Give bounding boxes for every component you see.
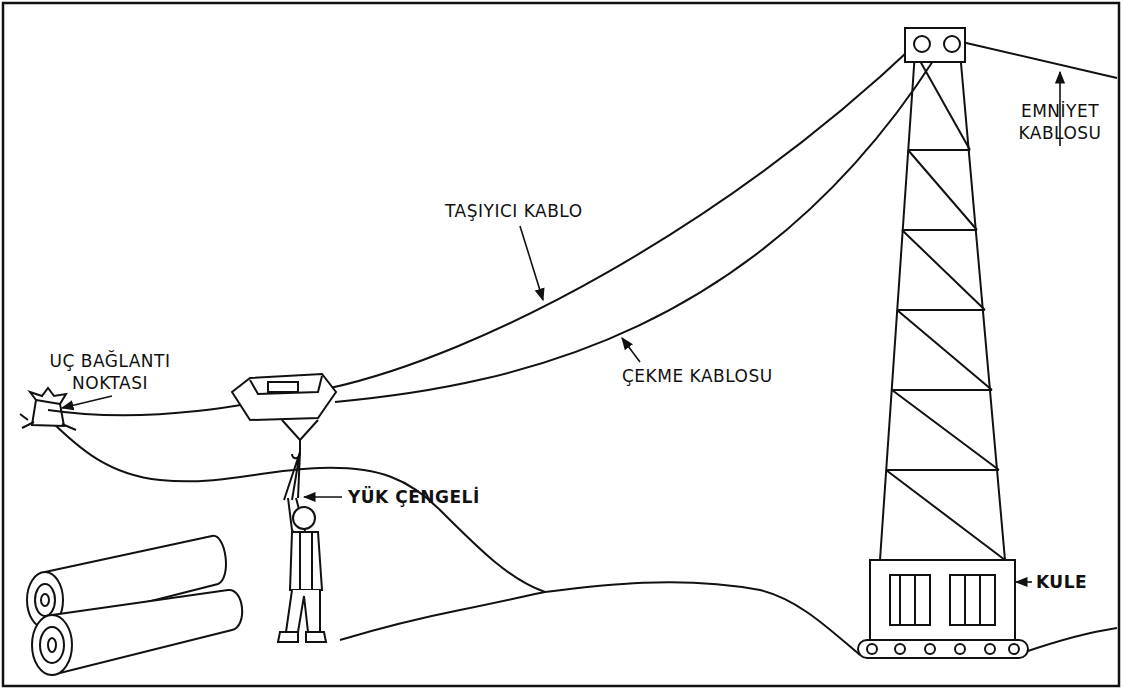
tower (858, 28, 1028, 658)
carriage (232, 374, 336, 440)
callout-label: YÜK ÇENGELİ (348, 486, 480, 508)
guyline-cable (962, 42, 1117, 78)
callout-label: UÇ BAĞLANTI NOKTASI (35, 350, 185, 394)
frame (3, 3, 1119, 686)
callout-label: TAŞIYICI KABLO (445, 200, 583, 222)
callout-label: ÇEKME KABLOSU (622, 365, 773, 387)
load-hook (284, 440, 300, 500)
callout-label: KULE (1036, 571, 1087, 593)
leader-lines (62, 72, 1060, 582)
mainline-cable (335, 58, 935, 402)
worker-figure (278, 498, 326, 642)
logs (27, 536, 242, 675)
callout-label: EMNİYET KABLOSU (1010, 100, 1110, 144)
anchor-stump (20, 388, 76, 430)
